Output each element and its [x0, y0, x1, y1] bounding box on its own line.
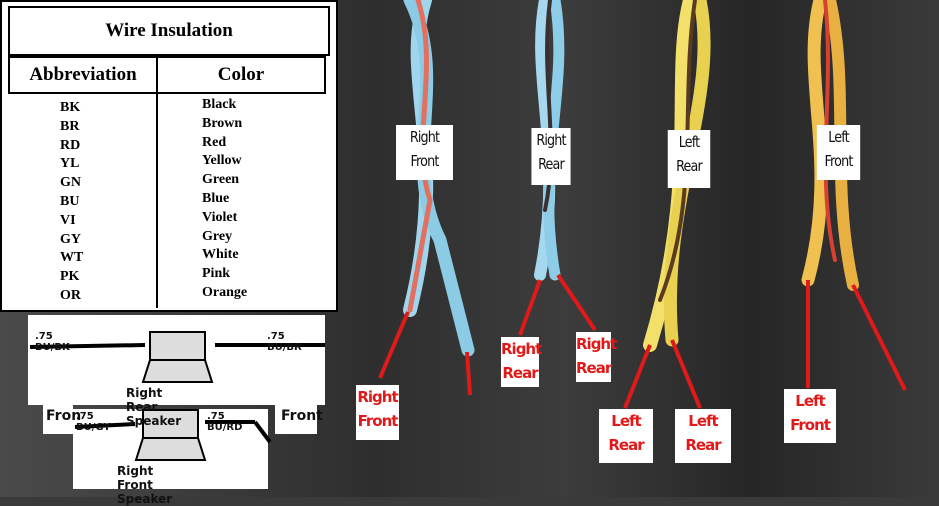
abbr: RD [60, 137, 81, 153]
color: Orange [202, 284, 248, 300]
table-title: Wire Insulation [8, 6, 330, 56]
abbr: YL [60, 156, 80, 172]
label-line: Rear [502, 364, 538, 382]
front-left-tag: Fron [46, 408, 82, 424]
label-line: Front [357, 412, 399, 430]
front-left-wire-label: .75 BU/GY [76, 411, 111, 433]
abbr: BK [60, 100, 81, 115]
label-line: Rear [576, 359, 612, 377]
front-right-tag-bg [275, 404, 317, 434]
label-line: Left [795, 392, 825, 410]
label-line: Rear [685, 436, 721, 454]
rear-speaker-caption: Right Rear Speaker [126, 386, 182, 428]
label-line: Right [409, 128, 440, 146]
label-line: Right [576, 335, 617, 353]
color: Red [202, 134, 227, 150]
abbr: GY [60, 231, 81, 247]
rear-right-wire-label: .75 BU/BR [267, 331, 302, 353]
color: Black [202, 97, 237, 112]
abbr: PK [60, 269, 80, 285]
label-line: Left [678, 133, 700, 151]
abbr: BR [60, 118, 80, 134]
color: Yellow [202, 153, 242, 169]
wire-insulation-table: Wire Insulation Abbreviation Color BK BR R… [0, 0, 338, 312]
abbr: GN [60, 175, 81, 191]
label-line: Left [828, 128, 849, 146]
label-line: Right [357, 388, 398, 406]
abbreviation-column: BK BR RD YL GN BU VI GY WT PK OR [60, 99, 83, 306]
label-line: Left [688, 412, 718, 430]
label-line: Rear [608, 436, 644, 454]
abbr: WT [60, 250, 84, 266]
front-speaker-caption: Right Front Speaker [117, 464, 173, 506]
front-right-wire-label: .75 BU/RD [207, 411, 243, 433]
speaker-icons [29, 331, 325, 461]
abbr: OR [60, 287, 81, 303]
color: Brown [202, 115, 243, 131]
label-line: Right [501, 340, 542, 358]
color: Blue [202, 190, 230, 206]
label-line: Front [824, 152, 853, 170]
color: Violet [202, 209, 238, 225]
label-line: Right [536, 131, 566, 149]
abbreviation-header: Abbreviation [8, 56, 158, 94]
color: Grey [202, 228, 233, 244]
color-header: Color [156, 56, 326, 94]
color: Pink [202, 266, 231, 282]
label-line: Front [410, 152, 439, 170]
label-line: Rear [676, 157, 703, 175]
abbr: BU [60, 193, 80, 209]
label-line: Rear [538, 155, 565, 173]
column-divider [156, 94, 158, 308]
pointer-lines [378, 273, 907, 409]
front-right-tag: Front [281, 408, 323, 424]
color: White [202, 247, 239, 263]
abbr: VI [60, 212, 76, 228]
label-line: Left [611, 412, 641, 430]
color: Green [202, 172, 240, 188]
label-line: Front [790, 416, 831, 434]
front-left-tag-bg [43, 404, 73, 434]
rear-left-wire-label: .75 BU/BK [35, 331, 70, 353]
